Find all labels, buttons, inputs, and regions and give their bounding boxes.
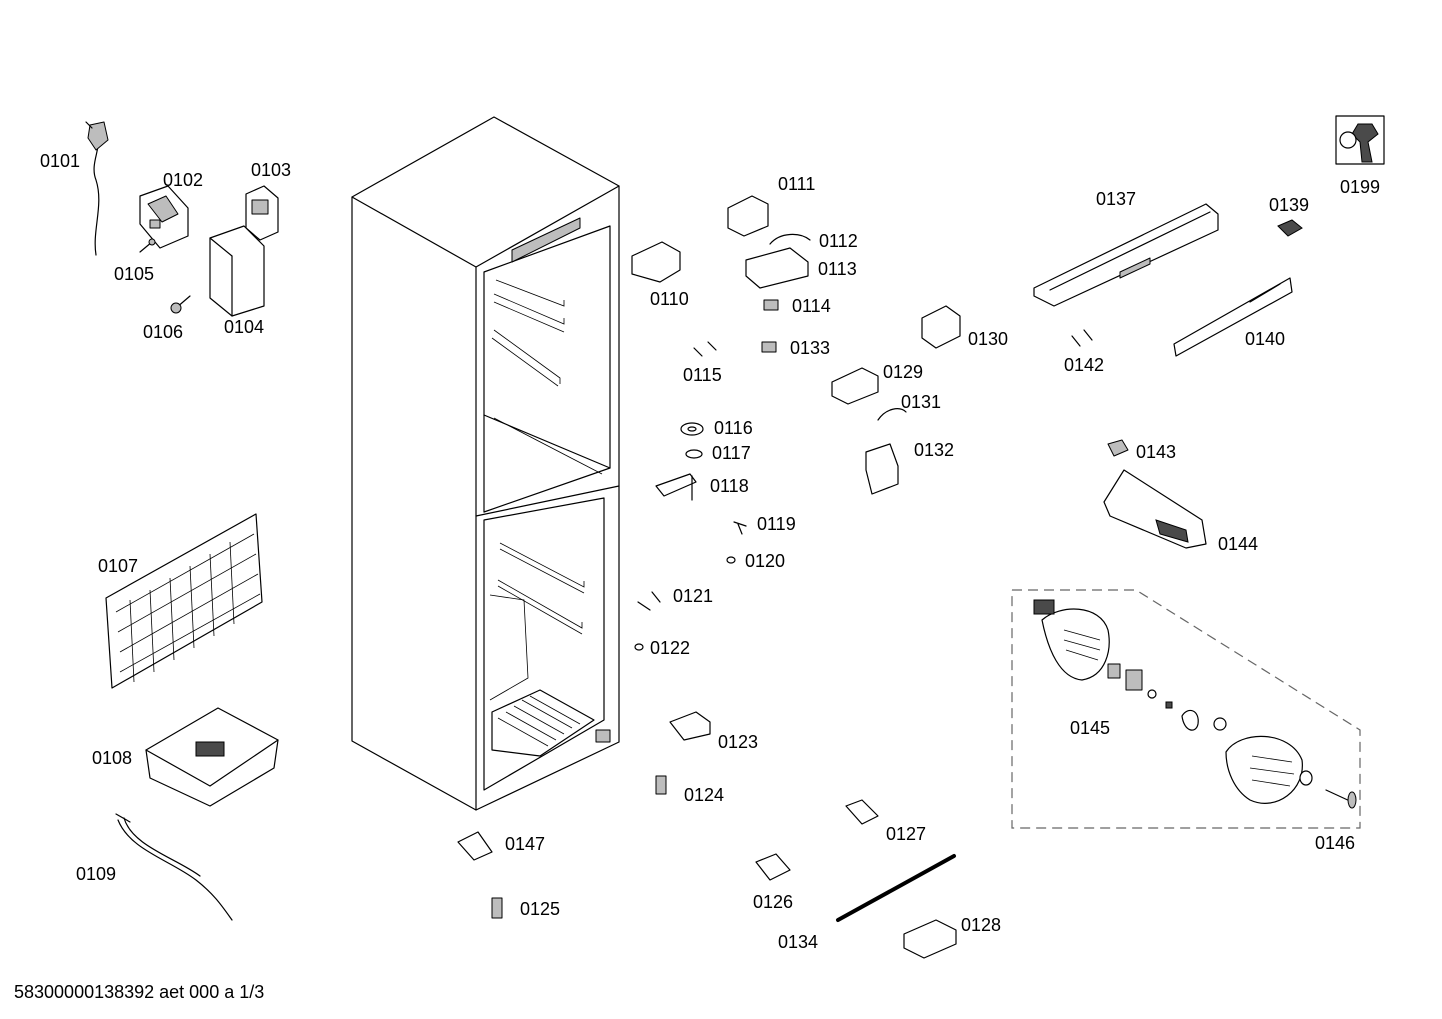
screw-icon [139,238,156,253]
part-label-0119: 0119 [757,514,796,534]
part-label-0144: 0144 [1218,534,1259,554]
part-label-0120: 0120 [745,551,786,571]
refrigerator-cabinet [351,116,620,811]
part-label-0146: 0146 [1315,833,1356,853]
part-label-0114: 0114 [792,296,831,316]
sensor-icon [845,799,879,825]
screw-pair-icon [693,341,717,357]
part-label-0115: 0115 [683,365,722,385]
clamp-icon [755,853,791,881]
part-label-0121: 0121 [673,586,714,606]
part-label-0143: 0143 [1136,442,1177,462]
tool-icon [1335,115,1385,165]
part-label-0139: 0139 [1269,195,1310,215]
control-module-icon [139,185,189,249]
part-label-0108: 0108 [92,748,133,768]
part-label-0142: 0142 [1064,355,1105,375]
part-label-0124: 0124 [684,785,725,805]
part-label-0199: 0199 [1340,177,1381,197]
part-label-0132: 0132 [914,440,955,460]
switch-icon [1277,219,1303,237]
washer-icon [680,422,704,459]
part-label-0116: 0116 [714,418,753,438]
part-label-0101: 0101 [40,151,81,171]
hinge-bracket-icon [745,247,809,289]
fan-kit-icon [1011,589,1361,829]
part-label-0133: 0133 [790,338,831,358]
hinge-cover-icon [631,241,681,283]
clip-icon [769,233,811,245]
bracket-icon [727,195,769,237]
hinge-plate-icon [457,831,493,861]
document-code: 58300000138392 aet 000 a 1/3 [14,982,265,1002]
part-label-0117: 0117 [712,443,751,463]
cover-block-icon [903,919,957,959]
screw-pair-icon [1071,329,1093,347]
part-label-0130: 0130 [968,329,1009,349]
module-cover-icon [209,225,265,317]
adjustable-foot-icon [491,775,667,919]
part-label-0145: 0145 [1070,718,1111,738]
bottom-hinge-icon [669,711,711,741]
small-clip-icon [761,299,779,353]
screw-icon [733,521,747,535]
light-housing-icon [1033,203,1219,307]
condenser-grid-icon [105,513,263,689]
part-label-0106: 0106 [143,322,184,342]
part-label-0104: 0104 [224,317,265,337]
part-label-0127: 0127 [886,824,927,844]
hinge-cover-icon [831,367,879,405]
cap-icon [921,305,961,349]
power-cord-icon [85,121,109,256]
part-label-0137: 0137 [1096,189,1137,209]
part-label-0129: 0129 [883,362,924,382]
part-label-0102: 0102 [163,170,204,190]
relay-icon [245,185,279,241]
part-label-0128: 0128 [961,915,1002,935]
lamp-icon [1107,439,1129,457]
hinge-bracket-icon [865,443,899,495]
part-label-0126: 0126 [753,892,794,912]
part-label-0107: 0107 [98,556,139,576]
middle-hinge-icon [655,473,697,501]
ring-icon [634,556,736,651]
part-label-0125: 0125 [520,899,561,919]
evaporation-tray-icon [145,707,279,807]
part-label-0105: 0105 [114,264,155,284]
part-label-0111: 0111 [778,174,816,194]
part-label-0110: 0110 [650,289,689,309]
part-label-0103: 0103 [251,160,292,180]
part-label-0147: 0147 [505,834,546,854]
part-label-0122: 0122 [650,638,691,658]
trim-strip-icon [1173,277,1293,357]
part-label-0140: 0140 [1245,329,1286,349]
part-label-0109: 0109 [76,864,117,884]
part-label-0112: 0112 [819,231,858,251]
clip-icon [877,408,907,421]
part-label-0123: 0123 [718,732,759,752]
lamp-cover-icon [1103,469,1207,549]
part-label-0113: 0113 [818,259,857,279]
part-label-0134: 0134 [778,932,819,952]
part-label-0118: 0118 [710,476,749,496]
screw-pair-icon [637,591,661,611]
part-label-0131: 0131 [901,392,942,412]
rod-icon [836,854,956,922]
cable-harness-icon [115,813,233,921]
screw-large-icon [170,295,191,314]
